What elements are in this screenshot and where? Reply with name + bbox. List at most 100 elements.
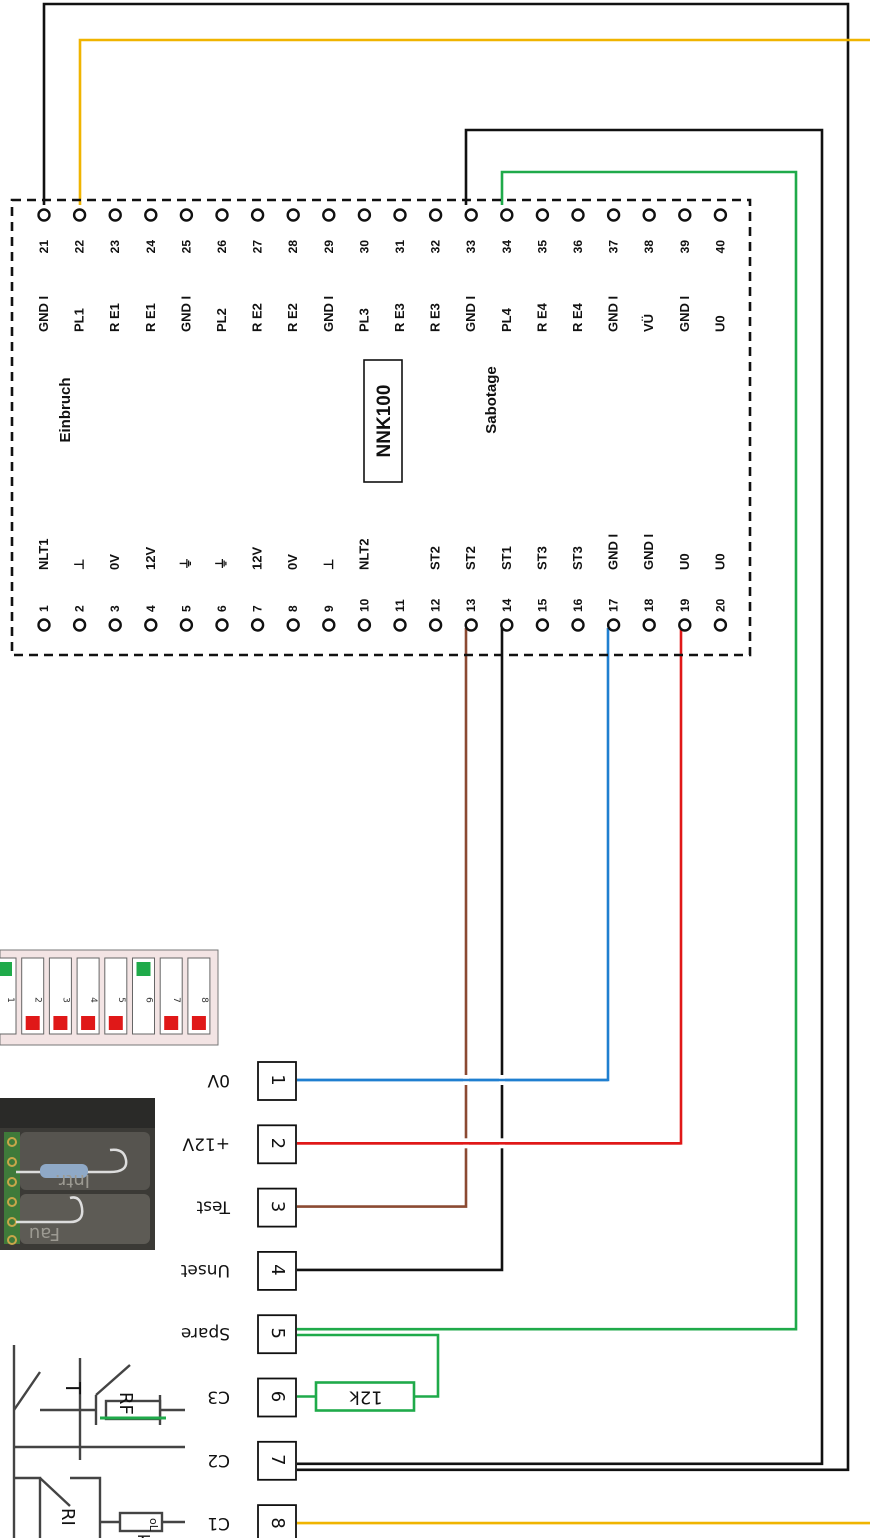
dip-number-5: 5 <box>116 997 126 1003</box>
pin-terminal-28 <box>286 208 300 222</box>
dip-state-4 <box>81 1016 96 1030</box>
pin-number-22: 22 <box>73 240 87 254</box>
pin-terminal-1 <box>37 618 51 632</box>
pin-label-4: 12V <box>143 547 158 570</box>
pin-terminal-5 <box>179 618 194 632</box>
dip-number-2: 2 <box>33 997 43 1003</box>
pin-label-24: R E1 <box>143 303 158 332</box>
pin-label-29: GND I <box>321 296 336 332</box>
photo-resistor <box>40 1164 88 1178</box>
pin-terminal-33 <box>464 208 478 222</box>
pin-number-17: 17 <box>607 598 621 612</box>
pin-label-28: R E2 <box>285 303 300 332</box>
terminal-box-2 <box>257 1124 297 1165</box>
pin-terminal-21 <box>37 208 51 222</box>
nnk100-box <box>363 359 403 483</box>
terminal-label-8: C1 <box>207 1513 230 1533</box>
pin-terminal-16 <box>571 618 585 632</box>
pin-label-25: GND I <box>178 296 193 332</box>
pin-label-33: GND I <box>463 296 478 332</box>
terminal-number-1: 1 <box>267 1074 288 1085</box>
terminal-label-3: Test <box>196 1197 231 1217</box>
svg-text:Intr.: Intr. <box>55 1170 90 1191</box>
pin-terminal-20 <box>713 618 728 632</box>
pin-label-6: ⏚ <box>214 557 229 570</box>
terminal-box-7 <box>257 1440 297 1481</box>
dip-state-6 <box>136 962 151 976</box>
pin-label-19: U0 <box>677 553 692 570</box>
pin-terminal-3 <box>108 618 122 632</box>
terminal-box-6 <box>257 1377 297 1418</box>
dip-number-6: 6 <box>144 997 154 1003</box>
dip-slot-6 <box>132 957 155 1035</box>
wire-green-34 <box>297 170 798 1331</box>
terminal-number-6: 6 <box>267 1391 288 1402</box>
pin-number-24: 24 <box>144 240 158 254</box>
pin-terminal-6 <box>215 618 229 632</box>
wire-yellow-22 <box>78 38 870 205</box>
pin-label-12: ST2 <box>428 546 443 570</box>
pin-label-16: ST3 <box>570 546 585 570</box>
terminal-box-1 <box>257 1061 297 1101</box>
terminal-number-5: 5 <box>267 1327 288 1338</box>
pin-number-15: 15 <box>535 598 549 612</box>
dip-state-7 <box>164 1016 179 1030</box>
dip-state-5 <box>108 1016 123 1030</box>
rf-label: RF <box>115 1392 136 1415</box>
pin-number-7: 7 <box>251 605 265 612</box>
pin-terminal-10 <box>357 618 372 632</box>
terminal-label-6: C3 <box>207 1387 230 1407</box>
dip-state-2 <box>25 1016 40 1030</box>
pin-label-1: NLT1 <box>36 538 51 570</box>
pin-label-3: 0V <box>107 554 122 570</box>
pin-terminal-4 <box>144 618 158 632</box>
dip-number-7: 7 <box>171 997 181 1003</box>
pin-number-34: 34 <box>500 240 514 254</box>
terminal-number-2: 2 <box>267 1138 288 1149</box>
pin-number-23: 23 <box>108 240 122 254</box>
pin-number-14: 14 <box>500 598 514 612</box>
pin-number-6: 6 <box>215 605 229 612</box>
pin-label-15: ST3 <box>534 546 549 570</box>
pin-terminal-19 <box>678 618 692 632</box>
pin-terminal-24 <box>144 208 158 222</box>
pin-terminal-11 <box>393 618 407 632</box>
wire-blue-17 <box>297 628 610 1082</box>
pin-number-5: 5 <box>179 605 193 612</box>
pin-terminal-32 <box>428 208 443 222</box>
pin-number-9: 9 <box>322 605 336 612</box>
pin-number-32: 32 <box>429 240 443 254</box>
pin-number-12: 12 <box>429 598 443 612</box>
pin-terminal-22 <box>72 208 87 222</box>
t-label: T <box>61 1381 85 1395</box>
pin-label-35: R E4 <box>534 302 549 332</box>
wire-black-21 <box>42 2 850 1472</box>
dip-state-3 <box>53 1016 68 1030</box>
pin-number-18: 18 <box>642 598 656 612</box>
terminal-number-7: 7 <box>267 1454 288 1465</box>
wire-black-33 <box>297 128 824 1466</box>
pin-number-30: 30 <box>357 240 371 254</box>
terminal-box-3 <box>257 1187 297 1228</box>
pin-terminal-9 <box>322 618 336 632</box>
pin-terminal-25 <box>179 208 194 222</box>
pin-number-27: 27 <box>251 240 265 254</box>
pin-number-35: 35 <box>535 240 549 254</box>
pin-number-13: 13 <box>464 598 478 612</box>
pin-label-36: R E4 <box>570 302 585 332</box>
pin-number-20: 20 <box>713 598 727 612</box>
photo-resistor-lead <box>16 1148 128 1174</box>
einbruch-label: Einbruch <box>57 377 74 442</box>
pin-label-37: GND I <box>606 296 621 332</box>
pin-label-5: ⏚ <box>178 557 193 570</box>
pin-number-31: 31 <box>393 240 407 254</box>
pin-number-2: 2 <box>73 605 87 612</box>
pin-terminal-26 <box>215 208 229 222</box>
pin-terminal-38 <box>642 208 656 222</box>
crossing-redraw <box>297 1078 681 1145</box>
terminal-box-4 <box>257 1251 297 1291</box>
pin-terminal-15 <box>535 618 550 632</box>
pin-number-39: 39 <box>678 240 692 254</box>
